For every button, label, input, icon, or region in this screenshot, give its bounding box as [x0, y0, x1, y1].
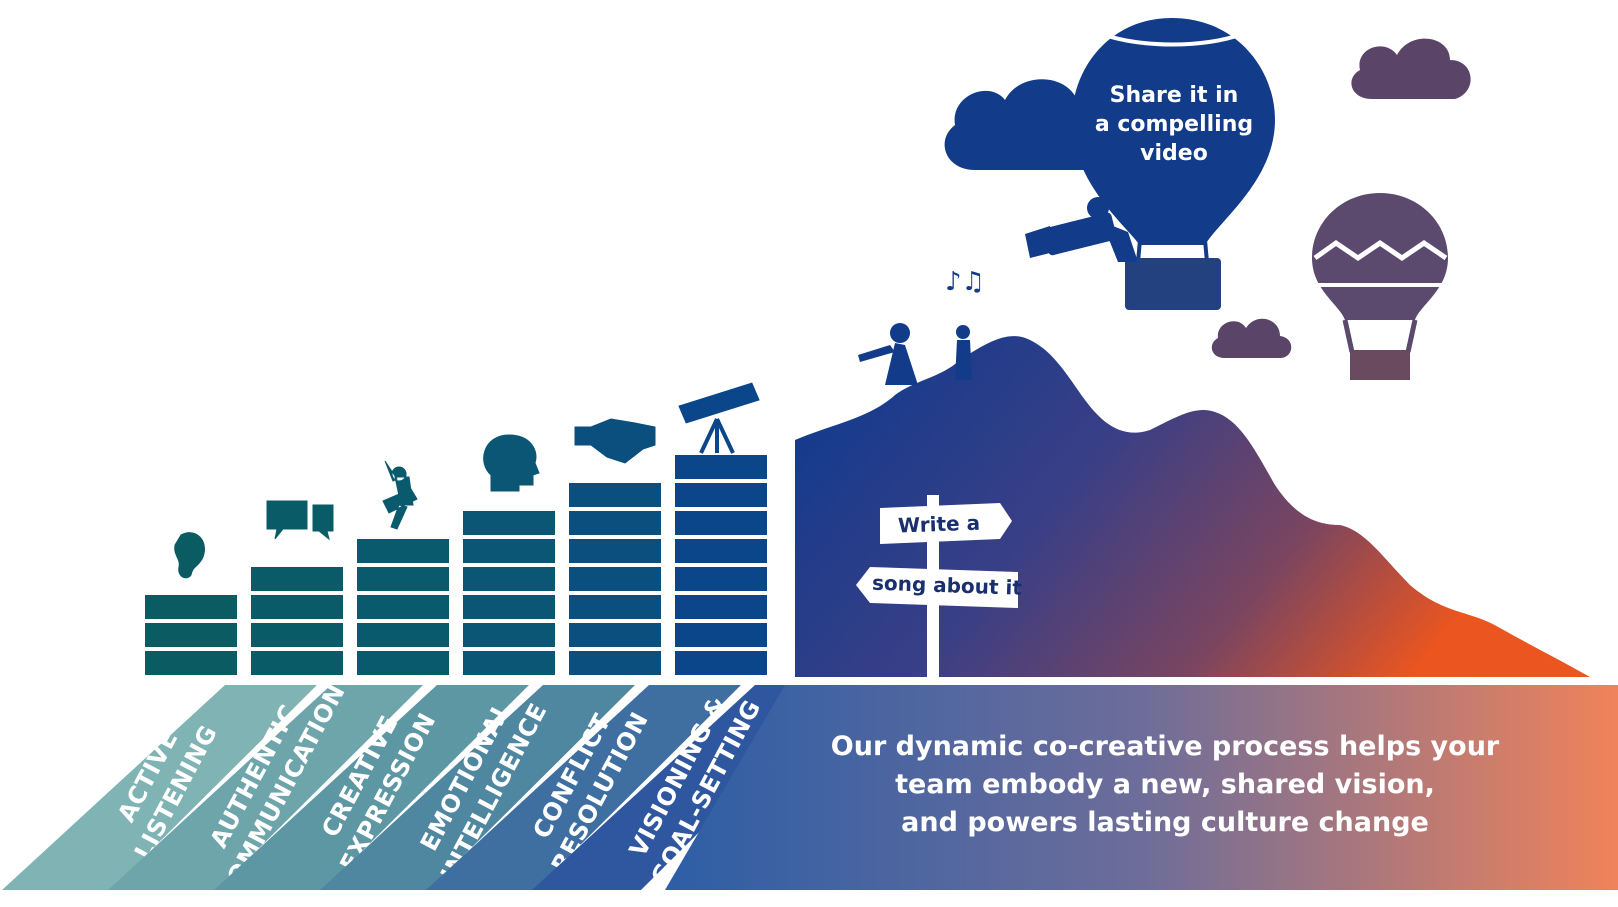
tagline-line1: Our dynamic co-creative process helps yo…: [831, 731, 1500, 762]
skill-step-2: [251, 500, 343, 675]
skill-step-3: [357, 460, 449, 675]
skill-band-segment: [426, 685, 741, 890]
step-block: [145, 651, 237, 675]
hot-air-balloon-video: Share it in a compelling video: [1025, 18, 1275, 310]
step-block: [251, 567, 343, 591]
guitar-player-icon: [382, 460, 418, 530]
step-block: [675, 567, 767, 591]
step-block: [675, 539, 767, 563]
skill-band-segment: [108, 685, 423, 890]
step-block: [569, 651, 661, 675]
step-block: [675, 455, 767, 479]
tagline-line3: and powers lasting culture change: [901, 807, 1429, 838]
step-block: [145, 623, 237, 647]
step-block: [145, 595, 237, 619]
step-block: [675, 651, 767, 675]
step-block: [463, 567, 555, 591]
step-block: [569, 511, 661, 535]
cloud-small-icon: [1211, 318, 1292, 358]
hot-air-balloon-small: [1312, 193, 1448, 380]
cloud-top-right-icon: [1351, 38, 1471, 99]
step-block: [675, 511, 767, 535]
skill-staircase: [145, 382, 767, 675]
step-block: [569, 483, 661, 507]
step-block: [675, 623, 767, 647]
step-block: [463, 539, 555, 563]
svg-text:♪♫: ♪♫: [945, 267, 985, 297]
singing-people-icon: ♪♫: [858, 267, 985, 385]
skill-step-6: [675, 382, 767, 675]
handshake-icon: [574, 418, 656, 464]
step-block: [251, 651, 343, 675]
step-block: [357, 539, 449, 563]
balloon-text-line1: Share it in: [1110, 83, 1239, 108]
step-block: [569, 539, 661, 563]
skill-band-segment: [2, 685, 317, 890]
step-block: [569, 567, 661, 591]
head-heart-icon: [483, 434, 540, 492]
skill-step-1: [145, 532, 237, 675]
skill-band-segment: [320, 685, 635, 890]
step-block: [463, 651, 555, 675]
step-block: [675, 595, 767, 619]
step-block: [675, 483, 767, 507]
step-block: [357, 623, 449, 647]
step-block: [357, 567, 449, 591]
step-block: [251, 595, 343, 619]
mountain: [795, 336, 1590, 677]
step-block: [463, 623, 555, 647]
skill-band: ACTIVELISTENINGAUTHENTICCOMMUNICATIONCRE…: [2, 679, 847, 905]
cloud-left-icon: [944, 79, 1107, 170]
skill-step-4: [463, 434, 555, 675]
step-block: [463, 511, 555, 535]
skill-step-5: [569, 418, 661, 675]
skill-band-segment: [214, 685, 529, 890]
sign-top-text: Write a: [898, 511, 981, 538]
tagline-panel: [665, 685, 1618, 890]
ear-icon: [174, 532, 205, 579]
step-block: [463, 595, 555, 619]
tagline-line2: team embody a new, shared vision,: [895, 769, 1435, 800]
video-camera-icon: [1025, 197, 1138, 262]
step-block: [357, 595, 449, 619]
step-block: [357, 651, 449, 675]
speech-bubbles-icon: [266, 500, 334, 541]
signpost: Write a song about it: [856, 495, 1023, 677]
balloon-text-line2: a compelling: [1095, 112, 1253, 137]
sign-bottom-text: song about it: [872, 571, 1023, 600]
step-block: [569, 623, 661, 647]
telescope-icon: [678, 382, 760, 454]
balloon-text-line3: video: [1140, 141, 1208, 166]
step-block: [251, 623, 343, 647]
step-block: [569, 595, 661, 619]
